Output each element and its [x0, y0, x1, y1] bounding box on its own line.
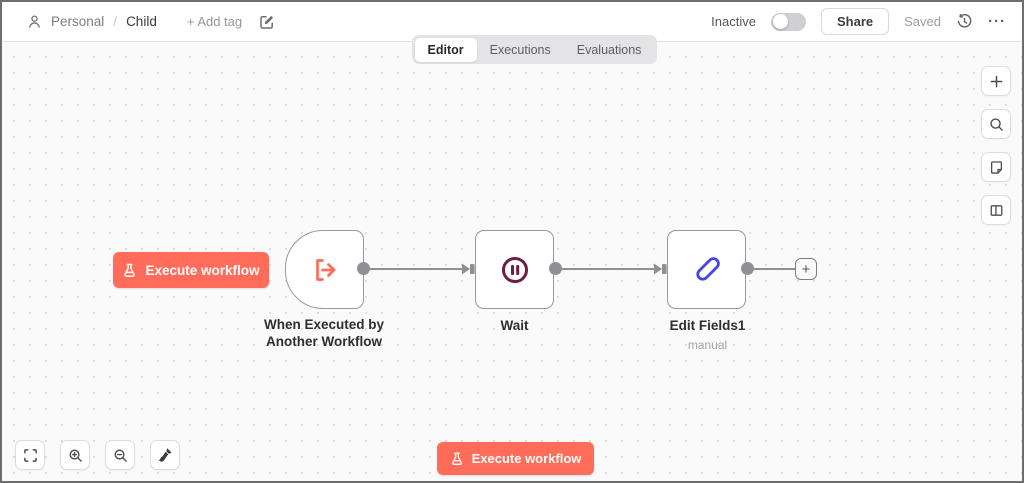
output-connector-wait[interactable]	[549, 262, 562, 275]
zoom-out-button[interactable]	[105, 440, 135, 470]
workflow-trigger-icon	[309, 254, 341, 286]
open-nodes-panel-button[interactable]	[981, 66, 1011, 96]
output-connector-trigger[interactable]	[357, 262, 370, 275]
tab-evaluations[interactable]: Evaluations	[564, 38, 655, 62]
add-node-button[interactable]: +	[795, 258, 817, 280]
execute-workflow-label: Execute workflow	[145, 262, 260, 278]
activation-status-label: Inactive	[711, 14, 756, 29]
fit-view-icon	[23, 448, 38, 463]
tidy-up-broom-icon	[157, 447, 173, 463]
execute-workflow-bottom-label: Execute workflow	[471, 451, 582, 466]
edit-compose-icon	[259, 14, 275, 30]
zoom-out-icon	[113, 448, 128, 463]
add-tag-button[interactable]: + Add tag	[186, 14, 243, 29]
top-bar-actions: Inactive Share Saved ···	[711, 8, 1006, 35]
input-port-wait[interactable]	[461, 262, 476, 276]
node-label-wait: Wait	[500, 318, 529, 333]
connection-edit-plus[interactable]	[752, 268, 797, 270]
zoom-in-icon	[68, 448, 83, 463]
pencil-icon	[689, 252, 725, 288]
search-icon	[989, 117, 1004, 132]
node-label-edit-fields-title: Edit Fields1	[669, 318, 746, 333]
breadcrumb-project[interactable]: Personal	[51, 14, 105, 29]
execute-workflow-button-bottom[interactable]: Execute workflow	[437, 442, 594, 475]
node-wait[interactable]	[475, 230, 554, 309]
connection-wait-edit[interactable]	[560, 268, 655, 270]
node-label-trigger: When Executed by Another Workflow	[214, 316, 434, 350]
sticky-note-icon	[989, 160, 1004, 175]
split-panel-icon	[989, 203, 1004, 218]
more-options-button[interactable]: ···	[988, 12, 1006, 30]
share-button[interactable]: Share	[820, 8, 890, 35]
workflow-history-button[interactable]	[956, 13, 973, 30]
node-label-trigger-line1: When Executed by	[263, 317, 385, 332]
view-tabs: Editor Executions Evaluations	[412, 35, 657, 64]
pause-icon	[498, 253, 532, 287]
breadcrumb-separator: /	[113, 14, 118, 29]
node-edit-fields1[interactable]	[667, 230, 746, 309]
breadcrumb: Personal / Child	[27, 14, 157, 29]
workflow-canvas[interactable]: Execute workflow	[2, 42, 1022, 481]
ellipsis-icon: ···	[988, 12, 1006, 30]
toggle-knob	[772, 14, 788, 29]
node-when-executed-by-another-workflow[interactable]	[285, 230, 364, 309]
connection-trigger-wait[interactable]	[369, 268, 464, 270]
rename-workflow-button[interactable]	[259, 14, 275, 30]
canvas-controls	[15, 440, 180, 470]
flask-icon	[122, 263, 137, 278]
tab-editor[interactable]: Editor	[414, 37, 477, 62]
workflow-title[interactable]: Child	[126, 14, 157, 29]
zoom-in-button[interactable]	[60, 440, 90, 470]
execute-workflow-button[interactable]: Execute workflow	[113, 252, 269, 288]
node-label-edit-fields: Edit Fields1 manual	[647, 317, 768, 354]
tab-executions[interactable]: Executions	[477, 38, 564, 62]
input-port-edit-fields[interactable]	[653, 262, 668, 276]
node-label-trigger-line2: Another Workflow	[266, 334, 382, 349]
save-status: Saved	[904, 14, 941, 29]
node-subtitle-edit-fields: manual	[687, 338, 728, 352]
canvas-side-toolbar	[981, 66, 1011, 225]
flask-icon	[450, 452, 464, 466]
logs-panel-button[interactable]	[981, 195, 1011, 225]
search-button[interactable]	[981, 109, 1011, 139]
sticky-note-button[interactable]	[981, 152, 1011, 182]
history-icon	[956, 13, 973, 30]
plus-icon	[989, 74, 1004, 89]
fit-view-button[interactable]	[15, 440, 45, 470]
tidy-up-button[interactable]	[150, 440, 180, 470]
output-connector-edit-fields[interactable]	[741, 262, 754, 275]
activation-toggle[interactable]	[770, 12, 806, 31]
person-icon	[27, 14, 42, 29]
